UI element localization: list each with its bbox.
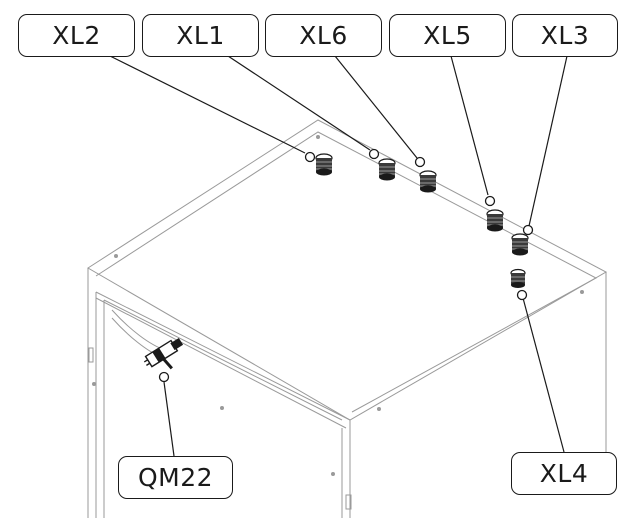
screw-dot (316, 135, 320, 139)
leader-xl1 (227, 55, 371, 151)
label-qm22: QM22 (118, 456, 233, 499)
callout-dot-xl3 (522, 224, 534, 236)
leader-qm22 (163, 381, 175, 457)
callout-dot-xl2 (304, 151, 316, 163)
screw-dot (92, 382, 96, 386)
connector-xl2 (315, 153, 333, 176)
screw-dot (220, 406, 224, 410)
cable-channel-2 (111, 317, 161, 357)
label-xl5: XL5 (389, 14, 506, 57)
leader-xl5 (450, 55, 489, 196)
cabinet-top-inner-edge (95, 131, 598, 413)
screw-dot (580, 290, 584, 294)
cabinet-front-lip (95, 291, 351, 421)
valve-qm22 (143, 338, 184, 370)
cabinet-front-lip-2 (95, 297, 347, 429)
connector-xl3 (511, 233, 529, 256)
label-xl4: XL4 (511, 452, 617, 495)
front-slot (345, 494, 352, 510)
connector-xl1 (378, 158, 396, 181)
screw-dot (114, 254, 118, 258)
callout-dot-qm22 (158, 371, 170, 383)
callout-dot-xl4 (516, 289, 528, 301)
connector-xl4 (510, 268, 526, 288)
leader-lines (109, 55, 568, 457)
leader-xl4 (522, 297, 565, 453)
callout-circles (158, 148, 534, 383)
label-xl3: XL3 (512, 14, 618, 57)
callout-dot-xl1 (368, 148, 380, 160)
label-xl6: XL6 (265, 14, 382, 57)
label-xl2: XL2 (18, 14, 135, 57)
leader-xl3 (528, 55, 568, 227)
leader-xl6 (334, 55, 418, 159)
screw-dot (377, 407, 381, 411)
callout-dot-xl5 (484, 195, 496, 207)
cabinet-outline (87, 119, 608, 518)
side-slot (88, 347, 94, 363)
screw-dots (92, 135, 584, 476)
leader-xl2 (109, 55, 306, 154)
screw-dot (331, 472, 335, 476)
callout-dot-xl6 (414, 156, 426, 168)
label-xl1: XL1 (142, 14, 259, 57)
connector-xl6 (419, 170, 437, 193)
connector-xl5 (486, 209, 504, 232)
